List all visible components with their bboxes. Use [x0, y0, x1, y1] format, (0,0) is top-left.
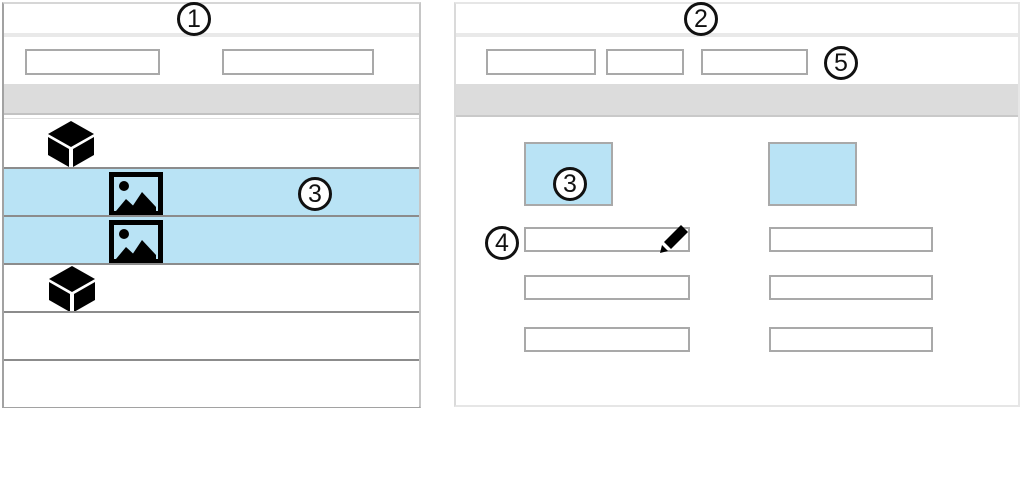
form-field-right-2[interactable] — [769, 275, 933, 300]
callout-4-badge: 4 — [485, 226, 519, 260]
right-toolbar-field-3[interactable] — [701, 49, 808, 75]
form-field-left-3[interactable] — [524, 327, 690, 352]
left-toolbar-field-1[interactable] — [25, 49, 160, 75]
right-panel-titlebar — [456, 4, 1018, 37]
callout-5-badge: 5 — [824, 46, 858, 80]
form-field-right-3[interactable] — [769, 327, 933, 352]
image-icon — [109, 172, 163, 216]
list-row-2-selected[interactable]: 3 — [4, 167, 419, 216]
list-row-4[interactable] — [4, 263, 419, 312]
left-list: 3 — [4, 118, 419, 407]
list-row-5[interactable] — [4, 311, 419, 359]
list-row-1[interactable] — [4, 119, 419, 167]
callout-2-badge: 2 — [684, 2, 718, 36]
left-toolbar-field-2[interactable] — [222, 49, 374, 75]
callout-3-badge-left: 3 — [298, 177, 332, 211]
thumbnail-right[interactable] — [768, 142, 857, 206]
form-field-left-2[interactable] — [524, 275, 690, 300]
right-toolbar-field-2[interactable] — [606, 49, 684, 75]
left-column-header-bar — [4, 84, 419, 115]
cube-icon — [49, 266, 95, 312]
right-panel: 2 5 3 4 — [454, 2, 1020, 407]
form-field-left-1[interactable] — [524, 227, 690, 252]
right-column-header-bar — [456, 84, 1018, 117]
cube-icon — [48, 121, 94, 167]
left-panel-titlebar — [4, 4, 419, 37]
image-icon — [109, 220, 163, 264]
form-field-right-1[interactable] — [769, 227, 933, 252]
pencil-icon[interactable] — [656, 220, 692, 256]
list-row-6[interactable] — [4, 359, 419, 407]
left-panel: 1 3 — [2, 2, 421, 408]
list-row-3-selected[interactable] — [4, 215, 419, 264]
right-toolbar-field-1[interactable] — [486, 49, 596, 75]
callout-1-badge: 1 — [177, 2, 211, 36]
callout-3-badge-right: 3 — [553, 167, 587, 201]
